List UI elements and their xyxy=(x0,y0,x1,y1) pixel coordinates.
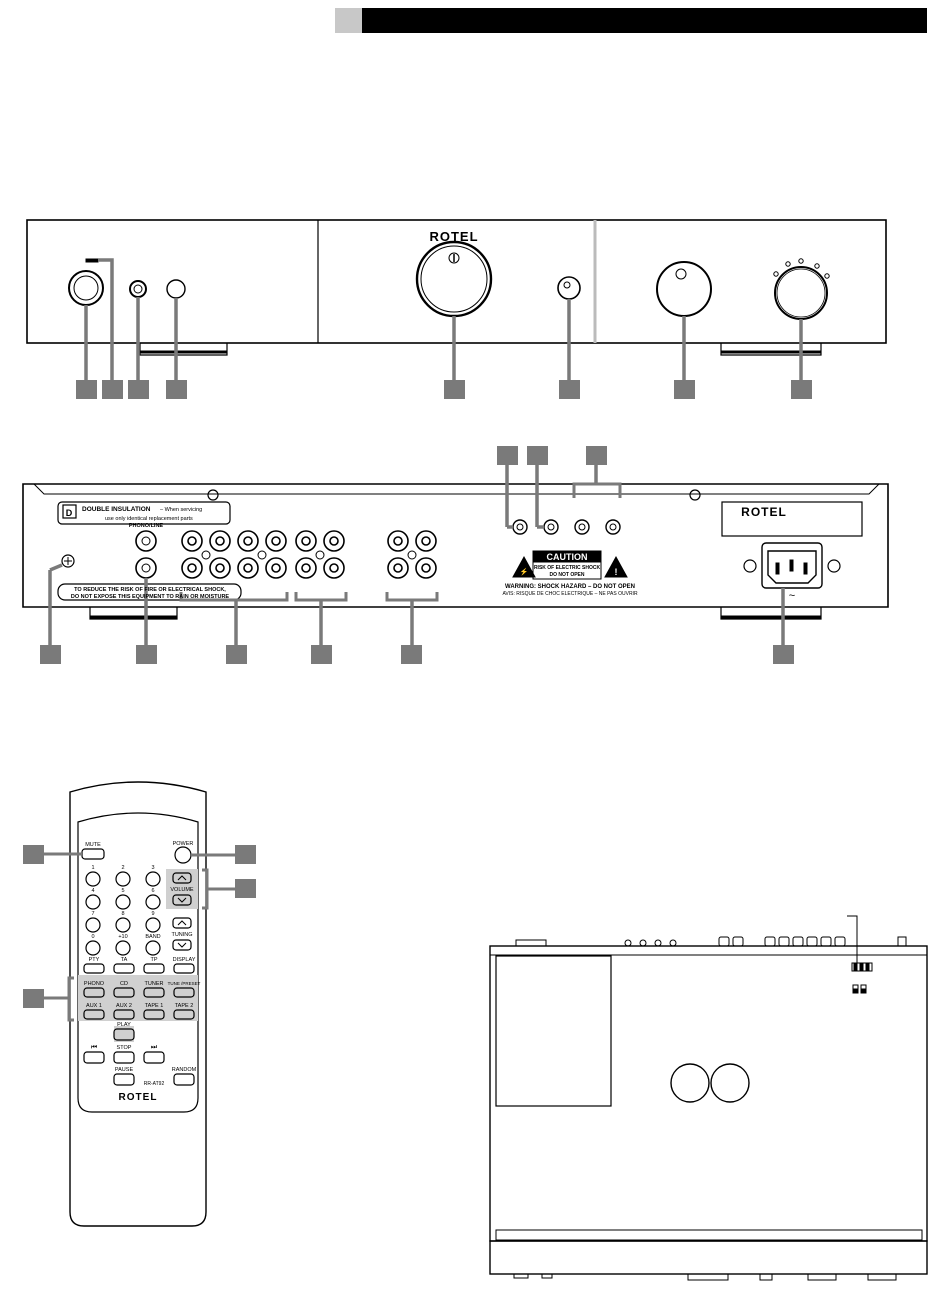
remote-tape2-button: TAPE 2 xyxy=(175,1003,194,1009)
fire-warning-line2: DO NOT EXPOSE THIS EQUIPMENT TO RAIN OR … xyxy=(71,594,230,600)
front-panel xyxy=(26,219,887,380)
remote-phono-button: PHONO xyxy=(84,981,105,987)
remote-volume-label: VOLUME xyxy=(170,887,194,893)
ac-symbol: ~ xyxy=(789,590,795,602)
front-callout-markers xyxy=(76,380,812,399)
remote-aux1-button: AUX 1 xyxy=(86,1003,102,1009)
remote-key-0: 0 xyxy=(91,934,94,940)
remote-power-button: POWER xyxy=(173,841,194,847)
remote-pause-button: PAUSE xyxy=(115,1067,134,1073)
remote-band-button: BAND xyxy=(145,934,160,940)
fire-warning-line1: TO REDUCE THE RISK OF FIRE OR ELECTRICAL… xyxy=(74,587,226,593)
double-insulation-line1: – When servicing xyxy=(160,507,202,513)
remote-key-plus10: +10 xyxy=(118,934,127,940)
remote-cd-button: CD xyxy=(120,981,128,987)
caution-title: CAUTION xyxy=(547,552,588,562)
remote-key-8: 8 xyxy=(121,911,124,917)
remote-key-6: 6 xyxy=(151,888,154,894)
remote-pty-button: PTY xyxy=(89,957,100,963)
remote-control xyxy=(44,781,235,1227)
lightning-icon: ⚡ xyxy=(520,567,529,576)
rear-brand-logo: ROTEL xyxy=(741,505,787,519)
remote-stop-button: STOP xyxy=(117,1045,132,1051)
remote-key-5: 5 xyxy=(121,888,124,894)
remote-key-4: 4 xyxy=(91,888,94,894)
rewind-icon: ⏮ xyxy=(91,1044,97,1051)
warning-line2: AVIS: RISQUE DE CHOC ELECTRIQUE – NE PAS… xyxy=(502,591,638,597)
remote-aux2-button: AUX 2 xyxy=(116,1003,132,1009)
remote-random-button: RANDOM xyxy=(172,1067,197,1073)
remote-tuning-label: TUNING xyxy=(171,932,192,938)
exclamation-icon: ! xyxy=(615,567,618,577)
header-bar xyxy=(335,8,927,33)
remote-tp-button: TP xyxy=(150,957,157,963)
remote-mute-button: MUTE xyxy=(85,842,101,848)
remote-tune-preset-button: TUNE /PRESET xyxy=(168,981,201,986)
remote-key-7: 7 xyxy=(91,911,94,917)
top-view-chassis xyxy=(489,915,928,1281)
double-insulation-title: DOUBLE INSULATION xyxy=(82,506,151,513)
remote-key-3: 3 xyxy=(151,865,154,871)
remote-tape1-button: TAPE 1 xyxy=(145,1003,164,1009)
rear-callout-markers xyxy=(40,446,794,664)
double-insulation-line2: use only identical replacement parts xyxy=(105,516,193,522)
double-insulation-mark: D xyxy=(66,508,73,518)
remote-callout-markers xyxy=(23,845,256,1008)
warning-line1: WARNING: SHOCK HAZARD – DO NOT OPEN xyxy=(505,584,635,590)
remote-ta-button: TA xyxy=(121,957,128,963)
remote-tuner-button: TUNER xyxy=(145,981,164,987)
fast-forward-icon: ⏭ xyxy=(151,1044,158,1051)
phono-line-label: PHONO/LINE xyxy=(129,523,164,529)
rear-panel xyxy=(22,462,889,647)
remote-play-button: PLAY xyxy=(117,1022,131,1028)
caution-line2: DO NOT OPEN xyxy=(549,572,584,578)
remote-key-2: 2 xyxy=(121,865,124,871)
remote-brand-logo: ROTEL xyxy=(119,1092,158,1103)
remote-model-label: RR-AT92 xyxy=(144,1081,165,1087)
remote-key-9: 9 xyxy=(151,911,154,917)
front-brand-logo: ROTEL xyxy=(429,229,478,244)
remote-display-button: DISPLAY xyxy=(173,957,196,963)
caution-line1: RISK OF ELECTRIC SHOCK xyxy=(534,565,601,571)
remote-key-1: 1 xyxy=(91,865,94,871)
